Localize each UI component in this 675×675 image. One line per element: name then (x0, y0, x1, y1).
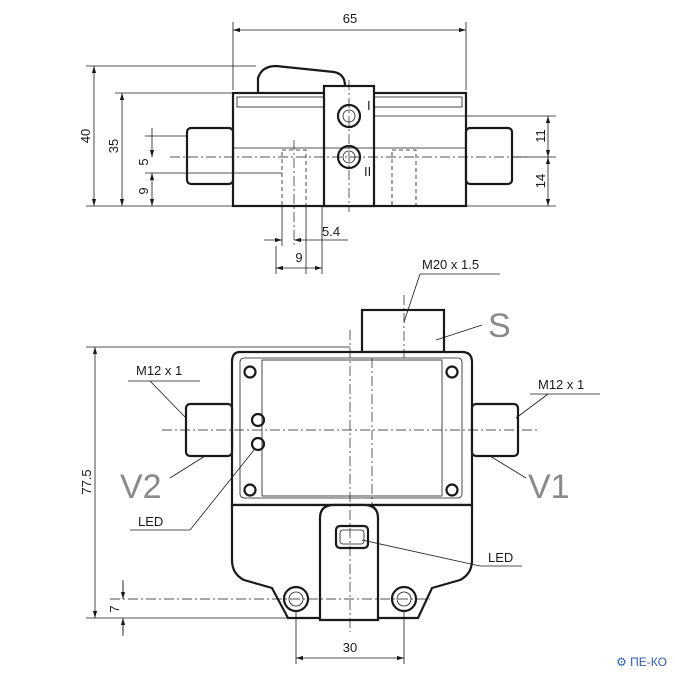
front-m20-gland (360, 308, 446, 354)
label-v2: V2 (120, 468, 162, 506)
front-led-left-2 (250, 436, 266, 452)
dim-77-5: 77.5 (79, 469, 94, 494)
label-led-right: LED (488, 550, 513, 565)
dim-7: 7 (107, 605, 122, 612)
front-body-outline (230, 350, 474, 507)
top-right-connector (464, 126, 514, 186)
front-screw-tr (445, 365, 459, 379)
label-m12-left: M12 x 1 (136, 363, 182, 378)
front-view: 77.5 7 30 M20 x 1.5 S M12 x 1 M12 x 1 V2 (79, 257, 600, 664)
front-led-window (334, 524, 370, 550)
mark-roman-1: I (367, 98, 371, 113)
watermark-logo: ⚙ ПЕ-КО (616, 655, 667, 669)
label-led-left: LED (138, 514, 163, 529)
top-left-connector (185, 126, 235, 186)
mark-roman-2: II (364, 164, 371, 179)
dim-11: 11 (533, 129, 548, 143)
front-led-left-1 (250, 412, 266, 428)
label-m12-right: M12 x 1 (538, 377, 584, 392)
dim-14: 14 (533, 174, 548, 188)
watermark-text: ПЕ-КО (630, 655, 667, 669)
gear-icon: ⚙ (616, 655, 627, 669)
dim-30: 30 (343, 640, 357, 655)
dim-9-left: 9 (136, 187, 151, 194)
label-v1: V1 (528, 468, 570, 506)
dim-40: 40 (78, 129, 93, 143)
dim-9-bottom: 9 (295, 250, 302, 265)
front-actuator-channel (318, 503, 380, 622)
label-s: S (488, 307, 511, 345)
front-screw-tl (243, 365, 257, 379)
dim-35: 35 (106, 139, 121, 153)
dim-5: 5 (136, 158, 151, 165)
dim-65: 65 (343, 11, 357, 26)
label-m20: M20 x 1.5 (422, 257, 479, 272)
top-actuator-cap (256, 64, 347, 93)
dim-5-4: 5.4 (322, 224, 340, 239)
front-screw-br (445, 483, 459, 497)
front-screw-bl (243, 483, 257, 497)
top-view: 65 40 35 5 9 11 14 5.4 (78, 11, 556, 274)
